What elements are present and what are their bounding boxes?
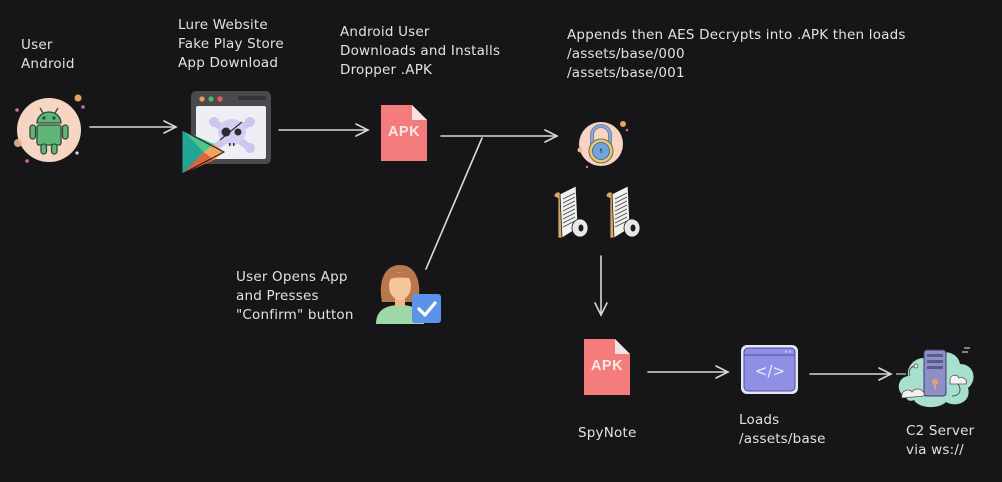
decrypt-node[interactable] xyxy=(572,113,632,173)
user-confirm-node[interactable] xyxy=(374,262,444,328)
connector-user-confirm xyxy=(425,137,483,270)
apk-badge: APK xyxy=(590,358,624,374)
android-icon xyxy=(14,94,85,163)
user-android-node[interactable] xyxy=(10,92,86,168)
lure-website-label: Lure Website Fake Play Store App Downloa… xyxy=(178,17,284,71)
apk-badge: APK xyxy=(387,124,421,140)
dropper-apk-label: Android User Downloads and Installs Drop… xyxy=(340,24,501,78)
user-confirm-icon xyxy=(376,265,441,324)
loads-assets-label: Loads /assets/base xyxy=(739,412,826,447)
checkbox-icon xyxy=(412,294,441,323)
decrypt-label: Appends then AES Decrypts into .APK then… xyxy=(567,27,906,81)
code-glyph: </> xyxy=(754,362,786,380)
loads-assets-node[interactable]: </> xyxy=(740,344,800,396)
user-confirm-label: User Opens App and Presses "Confirm" but… xyxy=(236,269,354,323)
padlock-icon xyxy=(577,121,629,169)
arrow-lure-to-dropper xyxy=(278,123,370,137)
arrow-spynote-to-loads xyxy=(647,365,730,379)
arrow-files-to-spynote xyxy=(594,255,608,317)
apk-file-icon xyxy=(381,105,427,161)
c2-server-node[interactable] xyxy=(896,344,978,412)
asset-files-node[interactable] xyxy=(550,182,650,242)
play-store-icon xyxy=(181,129,226,175)
arrow-loads-to-c2 xyxy=(809,367,893,381)
spynote-label: SpyNote xyxy=(578,425,637,441)
encrypted-file-icon xyxy=(553,185,589,239)
dropper-apk-node[interactable]: APK xyxy=(381,105,427,161)
apk-file-icon xyxy=(584,339,630,395)
encrypted-file-icon xyxy=(605,185,641,239)
malicious-browser-icon xyxy=(181,91,271,175)
user-android-label: User Android xyxy=(21,37,75,72)
spynote-apk-node[interactable]: APK xyxy=(584,339,630,395)
lure-website-node[interactable] xyxy=(178,88,278,176)
code-window-icon xyxy=(741,345,798,394)
cloud-server-icon xyxy=(896,347,974,408)
arrow-dropper-to-decrypt xyxy=(440,129,559,143)
c2-server-label: C2 Server via ws:// xyxy=(906,423,975,458)
arrow-user-to-lure xyxy=(89,120,178,134)
